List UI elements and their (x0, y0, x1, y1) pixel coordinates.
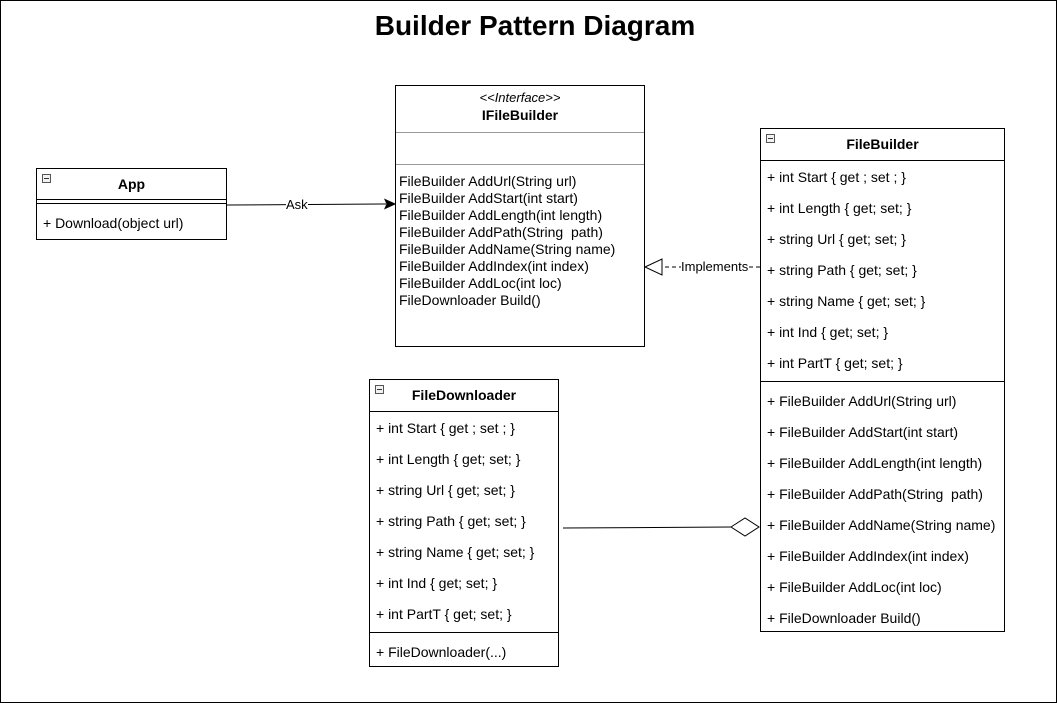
interface-method: FileBuilder AddLength(int length) (399, 207, 603, 223)
ask-label: Ask (286, 197, 308, 212)
class-method: + FileBuilder AddLoc(int loc) (767, 579, 942, 595)
class-app[interactable]: App + Download(object url) (36, 168, 227, 240)
class-attribute: + int Length { get; set; } (767, 200, 912, 216)
class-filedownloader[interactable]: FileDownloader + int Start { get ; set ;… (369, 379, 559, 667)
collapse-icon[interactable] (375, 385, 384, 394)
realization-triangle-icon (643, 258, 663, 276)
class-attribute: + string Path { get; set; } (767, 262, 917, 278)
class-ifilebuilder-header: <<Interface>> IFileBuilder (396, 86, 644, 132)
class-attribute: + string Url { get; set; } (767, 231, 906, 247)
class-method: + FileBuilder AddStart(int start) (767, 424, 959, 440)
interface-method: FileDownloader Build() (399, 292, 541, 308)
class-ifilebuilder[interactable]: <<Interface>> IFileBuilder FileBuilder A… (395, 85, 645, 347)
class-method: + FileBuilder AddUrl(String url) (767, 393, 957, 409)
class-filebuilder[interactable]: FileBuilder + int Start { get ; set ; } … (760, 128, 1005, 632)
class-method: + FileDownloader Build() (767, 610, 921, 626)
class-attribute: + int Ind { get; set; } (767, 324, 889, 340)
interface-method: FileBuilder AddUrl(String url) (399, 173, 577, 189)
class-method: + FileBuilder AddName(String name) (767, 517, 996, 533)
class-filedownloader-name: FileDownloader (411, 387, 517, 403)
interface-method: FileBuilder AddIndex(int index) (399, 258, 589, 274)
class-filedownloader-attributes: + int Start { get ; set ; } + int Length… (370, 411, 558, 632)
class-method: + FileBuilder AddLength(int length) (767, 455, 983, 471)
class-attribute: + string Path { get; set; } (376, 513, 526, 529)
aggregation-diamond-icon (730, 517, 760, 537)
class-method: + FileBuilder AddPath(String path) (767, 486, 983, 502)
class-attribute: + string Url { get; set; } (376, 482, 515, 498)
class-app-separator (37, 199, 226, 204)
class-attribute: + int PartT { get; set; } (376, 606, 512, 622)
class-attribute: + string Name { get; set; } (767, 293, 926, 309)
class-attribute: + int Start { get ; set ; } (767, 169, 906, 185)
class-app-header: App (37, 169, 226, 201)
class-method: + FileBuilder AddIndex(int index) (767, 548, 969, 564)
class-filebuilder-attributes: + int Start { get ; set ; } + int Length… (761, 160, 1004, 381)
arrowhead-icon (384, 198, 397, 210)
class-ifilebuilder-name: IFileBuilder (481, 107, 559, 123)
class-attribute: + int PartT { get; set; } (767, 355, 903, 371)
class-filedownloader-methods: + FileDownloader(...) (370, 632, 558, 668)
class-filebuilder-methods: + FileBuilder AddUrl(String url) + FileB… (761, 381, 1004, 634)
class-attribute: + string Name { get; set; } (376, 544, 535, 560)
class-filebuilder-header: FileBuilder (761, 129, 1004, 160)
class-attribute: + int Length { get; set; } (376, 451, 521, 467)
class-app-name: App (117, 176, 146, 192)
class-attribute: + int Start { get ; set ; } (376, 420, 515, 436)
class-ifilebuilder-attributes (396, 132, 644, 164)
implements-label: Implements (681, 259, 749, 274)
class-filedownloader-header: FileDownloader (370, 380, 558, 411)
collapse-icon[interactable] (42, 174, 51, 183)
class-method: + FileDownloader(...) (376, 644, 507, 660)
class-attribute: + int Ind { get; set; } (376, 575, 498, 591)
aggregation-connector[interactable] (562, 526, 732, 529)
interface-stereotype: <<Interface>> (479, 90, 561, 105)
interface-method: FileBuilder AddPath(String path) (399, 224, 603, 240)
class-app-method: + Download(object url) (43, 215, 184, 231)
interface-method: FileBuilder AddLoc(int loc) (399, 275, 562, 291)
class-app-methods: + Download(object url) (37, 204, 226, 240)
collapse-icon[interactable] (766, 134, 775, 143)
diagram-title: Builder Pattern Diagram (374, 10, 696, 41)
interface-method: FileBuilder AddStart(int start) (399, 190, 578, 206)
class-filebuilder-name: FileBuilder (846, 136, 919, 152)
class-ifilebuilder-methods: FileBuilder AddUrl(String url) FileBuild… (396, 164, 644, 309)
interface-method: FileBuilder AddName(String name) (399, 241, 616, 257)
